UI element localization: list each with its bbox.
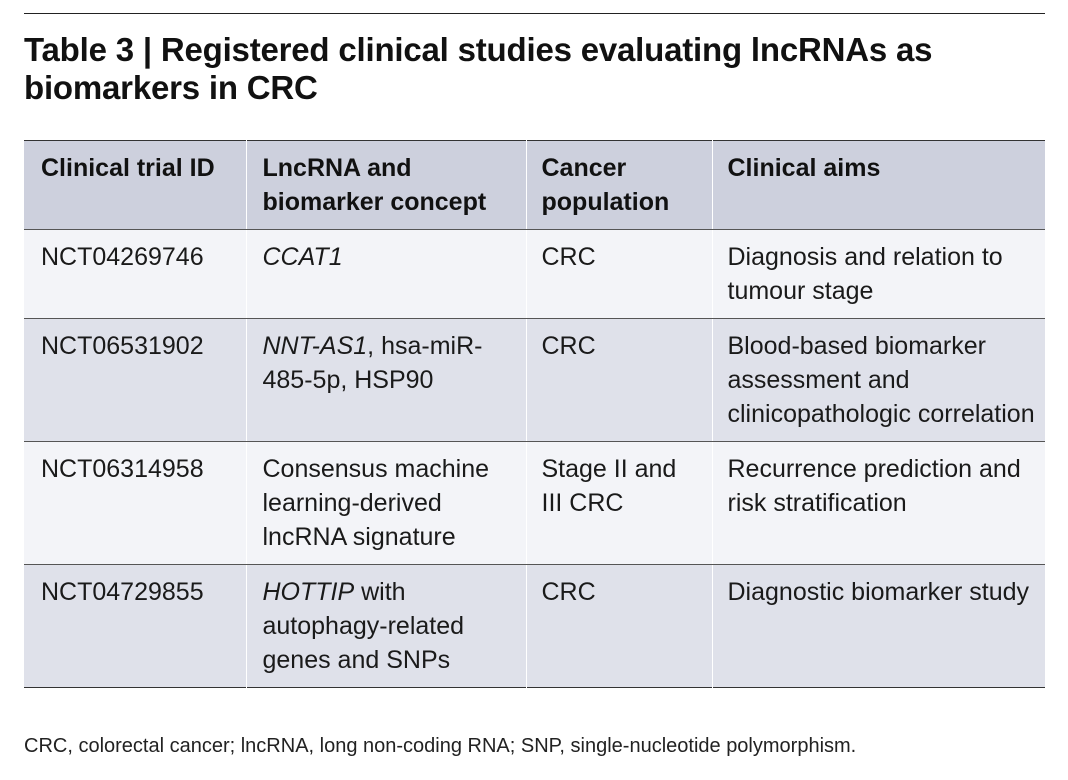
lncrna-text: with autophagy-related genes and SNPs — [262, 578, 465, 674]
table-footnote: CRC, colorectal cancer; lncRNA, long non… — [24, 735, 857, 757]
population-cell: CRC — [525, 229, 712, 319]
population-cell: Stage II and III CRC — [525, 441, 712, 565]
lncrna-italic-text: NNT-AS1 — [262, 332, 368, 360]
table-row: NCT06531902 NNT-AS1, hsa-miR-485-5p, HSP… — [24, 318, 1045, 442]
column-header-trial-id: Clinical trial ID — [24, 140, 246, 230]
lncrna-cell: Consensus machine learning-derived lncRN… — [245, 441, 526, 565]
aims-cell: Diagnostic biomarker study — [711, 564, 1045, 688]
column-header-aims: Clinical aims — [711, 140, 1045, 230]
lncrna-cell: CCAT1 — [245, 229, 526, 319]
population-cell: CRC — [525, 564, 712, 688]
aims-cell: Blood-based biomarker assessment and cli… — [711, 318, 1045, 442]
clinical-studies-table: Clinical trial ID LncRNA and biomarker c… — [24, 140, 1045, 688]
lncrna-cell: HOTTIP with autophagy-related genes and … — [245, 564, 526, 688]
column-header-population: Cancer population — [525, 140, 712, 230]
trial-id-cell: NCT04269746 — [24, 229, 246, 319]
top-rule — [24, 13, 1045, 14]
lncrna-italic-text: CCAT1 — [262, 243, 343, 271]
population-cell: CRC — [525, 318, 712, 442]
lncrna-text: , hsa-miR-485-5p, HSP90 — [262, 332, 483, 394]
table-row: NCT06314958 Consensus machine learning-d… — [24, 441, 1045, 565]
aims-cell: Recurrence prediction and risk stratific… — [711, 441, 1045, 565]
lncrna-italic-text: HOTTIP — [262, 578, 355, 606]
trial-id-cell: NCT06314958 — [24, 441, 246, 565]
table-row: NCT04269746 CCAT1 CRC Diagnosis and rela… — [24, 229, 1045, 319]
column-header-lncrna: LncRNA and biomarker concept — [245, 140, 526, 230]
lncrna-cell: NNT-AS1, hsa-miR-485-5p, HSP90 — [245, 318, 526, 442]
table-row: NCT04729855 HOTTIP with autophagy-relate… — [24, 564, 1045, 688]
lncrna-text: Consensus machine learning-derived lncRN… — [262, 455, 490, 551]
aims-cell: Diagnosis and relation to tumour stage — [711, 229, 1045, 319]
table-title: Table 3 | Registered clinical studies ev… — [24, 31, 933, 106]
table-header-row: Clinical trial ID LncRNA and biomarker c… — [24, 140, 1045, 230]
trial-id-cell: NCT04729855 — [24, 564, 246, 688]
trial-id-cell: NCT06531902 — [24, 318, 246, 442]
